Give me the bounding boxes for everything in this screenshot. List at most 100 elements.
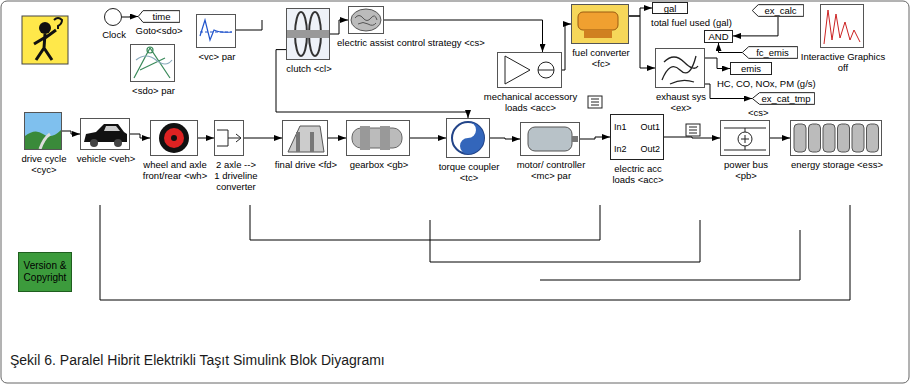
graphics-block: Interactive Graphics off [820,4,864,48]
gearbox-icon [360,126,370,150]
block-label: energy storage <ess> [791,159,883,170]
fuel-converter-icon [578,12,618,30]
parameter-block: <sdo> par [130,44,175,82]
vehicle-block: vehicle <veh> [80,118,130,150]
person-icon [34,30,56,60]
signal-line [122,16,138,18]
accessory-icon [538,62,554,78]
port-label: Out1 [640,122,660,132]
clutch-icon [287,30,329,38]
block-text: ex_calc [756,5,799,16]
power-bus-block: power bus <pb> [720,120,770,156]
vehicle-icon [114,139,122,147]
wheel-icon [159,123,189,153]
vehicle-icon [84,124,127,147]
clock-block: Clock [104,8,122,26]
drive-cycle-icon [25,130,61,149]
vehicle-icon [104,126,120,131]
signal-line [130,134,150,138]
block-label: Interactive Graphics off [798,51,888,73]
block-text: time [145,11,174,22]
gearbox-block: gearbox <gb> [346,120,410,156]
power-bus-icon [741,135,749,143]
clutch-icon [287,9,329,59]
version-block: Version & Copyright [18,252,72,292]
block-label: 2 axle --> 1 driveline converter [213,159,259,192]
drive-cycle-icon [25,113,61,149]
from-tag: fc_emis [742,46,798,59]
block-label: wheel and axle front/rear <wh> [142,159,208,181]
fuel-converter-block: fuel converter <fc> [571,4,629,44]
wheel-block: wheel and axle front/rear <wh> [150,120,198,156]
tag-outline [742,47,797,59]
person-icon [54,18,62,29]
logic-block: AND [704,30,733,43]
control-block: electric assist control strategy <cs> [348,6,384,34]
tag-outline [138,11,180,23]
energy-storage-block: energy storage <ess> [790,120,882,156]
motor-icon [528,127,578,151]
brain-icon [351,9,381,31]
block-label: clutch <cl> [286,63,331,74]
figure-caption: Şekil 6. Paralel Hibrit Elektrikli Taşıt… [10,352,385,369]
tag-outline [752,5,803,17]
brain-icon [351,9,381,31]
sdo-icon [147,47,153,53]
block-label: <sdo> par [132,85,175,96]
exhaust-block: exhaust sys <ex> [655,48,705,88]
person-icon [22,16,68,64]
scope-icon [200,20,232,40]
block-label: gearbox <gb> [350,159,409,170]
accessory-icon [505,56,554,84]
signal-line [770,138,790,139]
signal-line [719,43,743,53]
block-label: electric assist control strategy <cs> [337,37,485,48]
gearbox-icon [352,126,402,150]
block-label: mechanical accessory loads <acc> [476,91,586,113]
vehicle-icon [84,124,127,142]
accessory-block: mechanical accessory loads <acc> [497,52,562,88]
torque-coupler-icon [460,122,484,154]
person-icon [39,22,51,34]
final-drive-icon [296,132,300,152]
port-label: In2 [614,144,627,154]
fuel-converter-icon [572,5,628,43]
sdo-icon [136,56,172,64]
block-text: gal [664,3,677,14]
scope-icon [198,16,234,46]
wheel-icon [159,123,189,153]
block-label: Goto<sdo> [136,25,183,36]
drive-cycle-icon [40,134,50,149]
port-label: Out2 [640,144,660,154]
signal-line [330,20,348,34]
subsystem-block: In1In2Out1Out2electric acc loads <acc> [610,114,664,160]
signal-line [580,137,610,139]
motor-icon [528,127,572,151]
signal-line [198,138,214,139]
block-label: total fuel used (gal) [651,17,732,28]
interactive-graphics-icon [824,10,860,44]
signal-line [733,17,778,36]
block-text: Version & Copyright [19,258,71,286]
vehicle-icon [90,139,98,147]
final-drive-icon [288,126,324,152]
power-bus-icon [724,128,766,150]
signal-line [410,138,446,139]
terminator-block [588,96,602,108]
motor-icon [572,136,578,142]
signal-wire [540,230,800,280]
tag-outline [752,93,814,105]
signal-line [705,58,730,69]
block-label: fuel converter <fc> [569,47,633,69]
fuel-converter-icon [572,5,628,43]
block-label: <cs> [748,107,769,118]
interactive-graphics-icon [821,5,863,47]
energy-storage-icon [794,124,806,152]
energy-storage-icon [794,124,879,152]
workspace-block: galtotal fuel used (gal) [652,2,688,14]
block-label: final drive <fd> [275,159,337,170]
signal-line [664,137,720,138]
block-label: Clock [102,29,126,40]
from-tag: ex_calc [752,4,804,17]
